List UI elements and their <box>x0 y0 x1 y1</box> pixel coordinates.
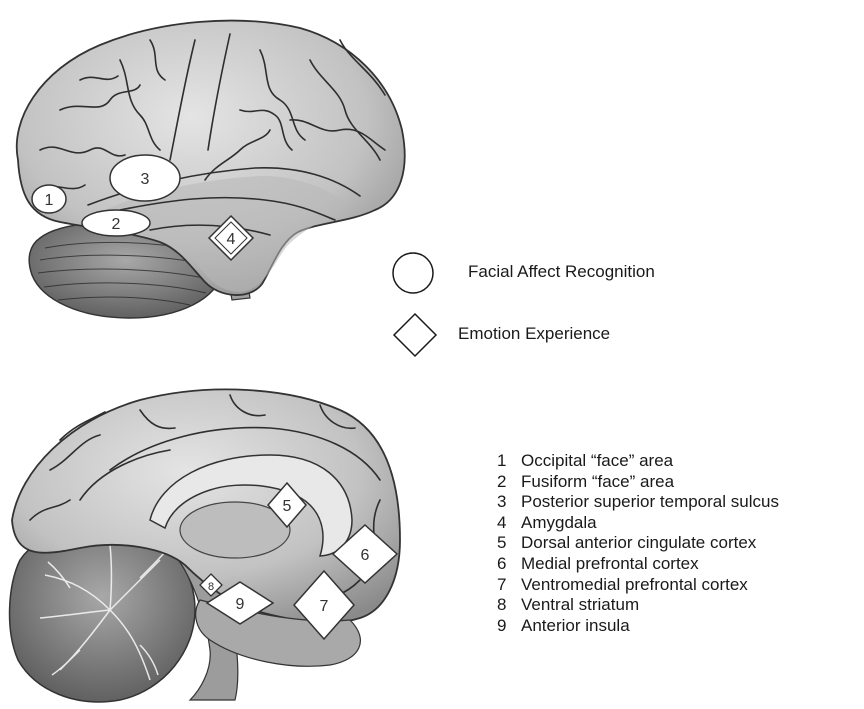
list-item-number: 5 <box>497 533 521 554</box>
marker-9-label: 9 <box>236 596 245 613</box>
list-item-label: Dorsal anterior cingulate cortex <box>521 533 756 554</box>
list-item-label: Ventral striatum <box>521 595 639 616</box>
list-item-number: 7 <box>497 575 521 596</box>
circle-legend-icon <box>390 250 436 296</box>
marker-6-label: 6 <box>361 547 370 564</box>
shape-legend: Facial Affect Recognition Emotion Experi… <box>390 250 710 360</box>
list-item-number: 4 <box>497 513 521 534</box>
list-item-number: 9 <box>497 616 521 637</box>
diamond-legend-label: Emotion Experience <box>458 324 610 344</box>
diamond-legend-icon <box>390 310 440 360</box>
list-item-label: Fusiform “face” area <box>521 472 674 493</box>
marker-1-label: 1 <box>45 192 54 209</box>
marker-5-label: 5 <box>283 498 292 515</box>
lateral-brain-view <box>17 21 405 318</box>
list-item-number: 2 <box>497 472 521 493</box>
list-item-label: Amygdala <box>521 513 597 534</box>
list-item-label: Medial prefrontal cortex <box>521 554 699 575</box>
list-item-number: 6 <box>497 554 521 575</box>
list-item-label: Occipital “face” area <box>521 451 673 472</box>
list-item-label: Posterior superior temporal sulcus <box>521 492 779 513</box>
marker-3: 3 <box>110 155 180 201</box>
circle-legend-label: Facial Affect Recognition <box>468 262 655 282</box>
marker-8-label: 8 <box>208 581 214 593</box>
list-item-number: 1 <box>497 451 521 472</box>
list-item-label: Ventromedial prefrontal cortex <box>521 575 748 596</box>
marker-7-label: 7 <box>320 598 329 615</box>
marker-3-label: 3 <box>141 171 150 188</box>
marker-2-label: 2 <box>112 216 121 233</box>
list-item-label: Anterior insula <box>521 616 630 637</box>
marker-1: 1 <box>32 185 66 213</box>
marker-4-label: 4 <box>227 231 236 248</box>
list-item-number: 3 <box>497 492 521 513</box>
marker-2: 2 <box>82 210 150 236</box>
list-item-number: 8 <box>497 595 521 616</box>
